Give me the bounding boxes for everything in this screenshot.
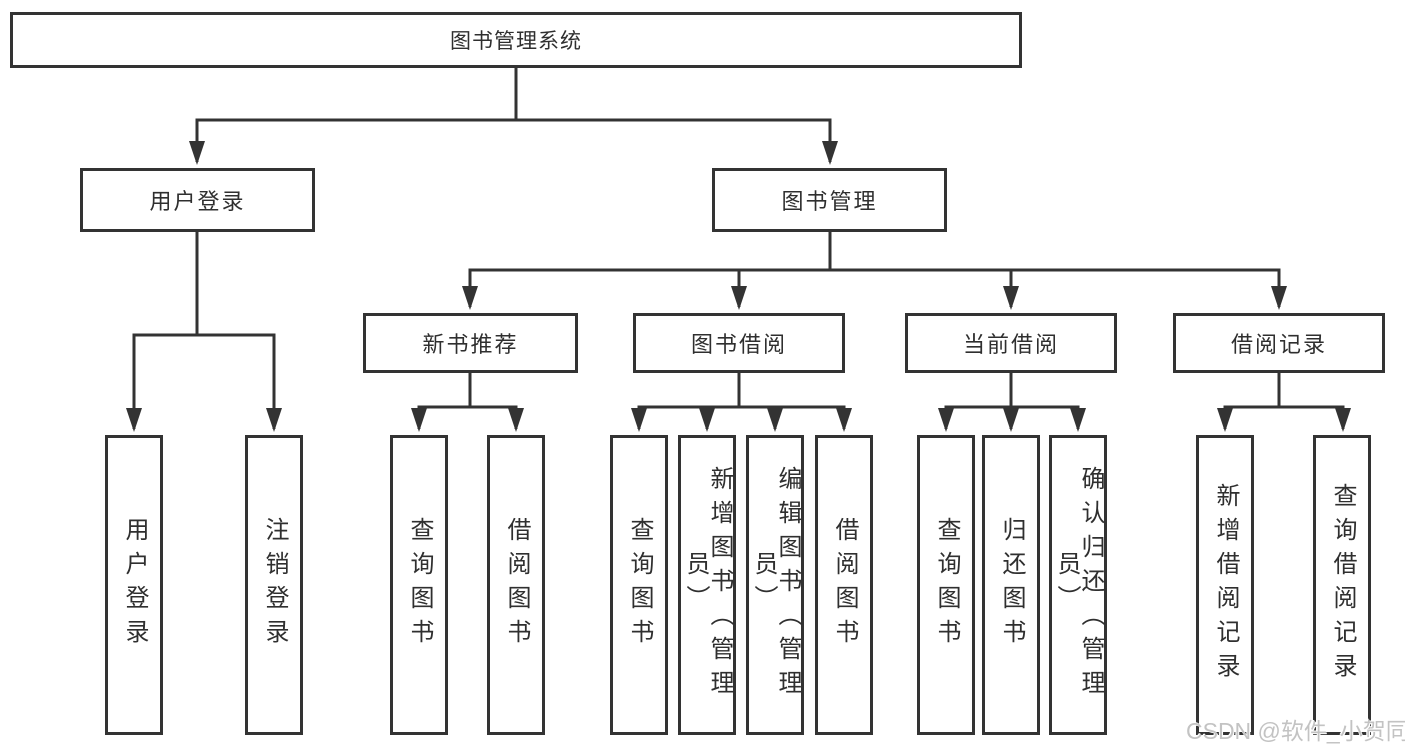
- leaf-add-borrow-record: 新增借阅记录: [1196, 435, 1254, 735]
- node-label: 图书管理系统: [450, 30, 582, 53]
- node-label: 新增图书（管理员）: [682, 466, 733, 704]
- node-label: 新增借阅记录: [1212, 483, 1239, 687]
- node-label: 当前借阅: [962, 332, 1059, 357]
- leaf-logout: 注销登录: [245, 435, 303, 735]
- node-new-book-recommend: 新书推荐: [363, 313, 578, 373]
- node-label: 查询图书: [933, 517, 960, 653]
- node-label: 查询借阅记录: [1329, 483, 1356, 687]
- node-label: 借阅记录: [1230, 332, 1327, 357]
- leaf-edit-books-admin: 编辑图书（管理员）: [746, 435, 804, 735]
- node-user-login-branch: 用户登录: [80, 168, 315, 232]
- node-label: 图书借阅: [690, 332, 787, 357]
- leaf-query-borrow-record: 查询借阅记录: [1313, 435, 1371, 735]
- node-label: 图书管理: [781, 189, 878, 214]
- node-library-management-system: 图书管理系统: [10, 12, 1022, 68]
- leaf-confirm-return-admin: 确认归还（管理员）: [1049, 435, 1107, 735]
- node-book-borrow: 图书借阅: [633, 313, 845, 373]
- node-label: 查询图书: [626, 517, 653, 653]
- leaf-query-books-current: 查询图书: [917, 435, 975, 735]
- node-book-management-branch: 图书管理: [712, 168, 947, 232]
- leaf-return-books: 归还图书: [982, 435, 1040, 735]
- leaf-borrow-books-recommend: 借阅图书: [487, 435, 545, 735]
- leaf-borrow-books: 借阅图书: [815, 435, 873, 735]
- node-label: 确认归还（管理员）: [1053, 466, 1104, 704]
- leaf-query-books-borrow: 查询图书: [610, 435, 668, 735]
- node-label: 用户登录: [149, 189, 246, 214]
- node-borrow-records: 借阅记录: [1173, 313, 1385, 373]
- leaf-add-books-admin: 新增图书（管理员）: [678, 435, 736, 735]
- node-label: 编辑图书（管理员）: [750, 466, 801, 704]
- node-label: 查询图书: [406, 517, 433, 653]
- node-label: 新书推荐: [422, 332, 519, 357]
- node-label: 借阅图书: [831, 517, 858, 653]
- node-current-borrow: 当前借阅: [905, 313, 1117, 373]
- node-label: 归还图书: [998, 517, 1025, 653]
- node-label: 用户登录: [121, 517, 148, 653]
- leaf-user-login: 用户登录: [105, 435, 163, 735]
- node-label: 借阅图书: [503, 517, 530, 653]
- leaf-query-books-recommend: 查询图书: [390, 435, 448, 735]
- node-label: 注销登录: [261, 517, 288, 653]
